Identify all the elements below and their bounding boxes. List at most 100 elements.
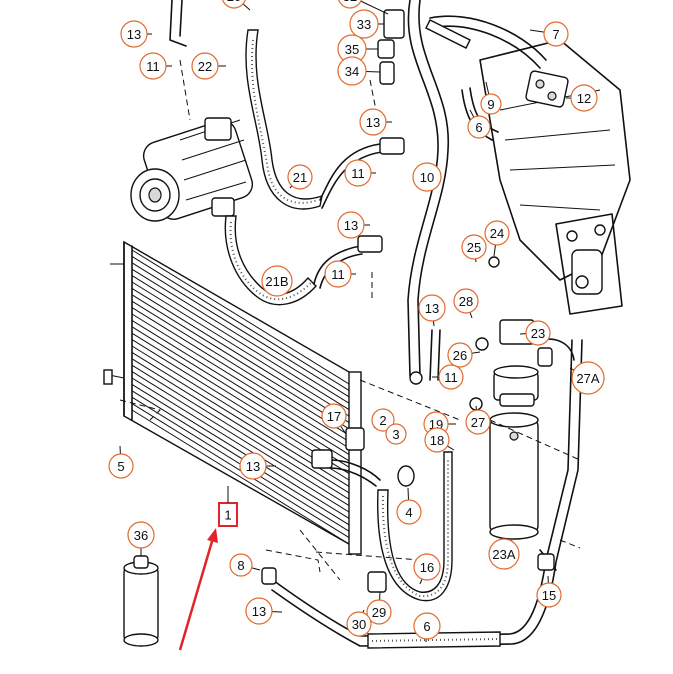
callout-number: 13 bbox=[344, 218, 358, 233]
callout-ring bbox=[191, 52, 219, 80]
callout-c10: 10 bbox=[412, 162, 442, 192]
condenser-fin bbox=[131, 287, 350, 423]
callout-number: 17 bbox=[327, 409, 341, 424]
callout-c6b: 6 bbox=[413, 612, 441, 643]
callout-c2: 2 bbox=[371, 408, 395, 432]
condenser-fin bbox=[131, 275, 350, 411]
callout-number: 13 bbox=[252, 604, 266, 619]
callout-c9: 9 bbox=[480, 81, 502, 115]
callout-ring bbox=[222, 0, 246, 9]
callout-c8: 8 bbox=[229, 553, 261, 577]
condenser-fin bbox=[131, 377, 350, 513]
refrigerant-lines bbox=[169, 0, 583, 649]
callout-ring bbox=[344, 159, 372, 187]
callout-ring bbox=[543, 21, 569, 47]
condenser-fin bbox=[131, 255, 350, 391]
callout-ring bbox=[525, 320, 551, 346]
callout-number: 9 bbox=[487, 97, 494, 112]
condenser-fin bbox=[131, 332, 350, 468]
callout-ring bbox=[488, 538, 520, 570]
condenser-fin bbox=[131, 313, 350, 449]
callout-number: 12 bbox=[577, 91, 591, 106]
callout-number: 20 bbox=[227, 0, 241, 4]
callout-c3: 3 bbox=[385, 423, 407, 445]
callout-c30: 30 bbox=[346, 609, 372, 637]
callout-ring bbox=[127, 521, 155, 549]
callout-ring bbox=[480, 93, 502, 115]
callout-number: 24 bbox=[490, 226, 504, 241]
callout-c11b: 11 bbox=[344, 159, 376, 187]
callout-ring bbox=[337, 211, 365, 239]
callout-number: 28 bbox=[459, 294, 473, 309]
callout-leader-line bbox=[569, 367, 575, 371]
callout-c27: 27 bbox=[465, 405, 491, 435]
callout-c11a: 11 bbox=[139, 52, 172, 80]
callout-number: 6 bbox=[423, 619, 430, 634]
callout-number: 7 bbox=[552, 27, 559, 42]
callout-c16: 16 bbox=[413, 553, 441, 585]
condenser-fin bbox=[131, 268, 350, 404]
callout-leader-line bbox=[447, 445, 455, 451]
callout-c35: 35 bbox=[337, 34, 378, 64]
condenser-fin bbox=[131, 300, 350, 436]
callout-leader-line bbox=[475, 405, 478, 411]
condenser-fin bbox=[131, 358, 350, 494]
callout-number: 30 bbox=[352, 617, 366, 632]
callout-c25: 25 bbox=[461, 234, 487, 263]
small-parts bbox=[261, 9, 569, 593]
callout-number: 23 bbox=[531, 326, 545, 341]
callout-ring bbox=[321, 403, 347, 429]
highlight-label-text: 1 bbox=[224, 508, 231, 523]
callout-c33: 33 bbox=[349, 9, 384, 39]
callout-c20: 20 bbox=[222, 0, 251, 11]
callout-c32: 32 bbox=[338, 0, 389, 15]
callout-number: 18 bbox=[430, 433, 444, 448]
callout-ring bbox=[465, 409, 491, 435]
callout-c13e: 13 bbox=[239, 452, 276, 480]
callout-c21b: 21B bbox=[261, 265, 293, 297]
callout-ring bbox=[108, 453, 134, 479]
callout-ring bbox=[229, 553, 253, 577]
callout-c27a: 27A bbox=[569, 361, 605, 395]
callout-number: 11 bbox=[146, 59, 160, 74]
callout-ring bbox=[461, 234, 487, 260]
callout-c22: 22 bbox=[191, 52, 226, 80]
callout-number: 15 bbox=[542, 588, 556, 603]
callout-leader-line bbox=[493, 244, 496, 257]
callout-leader-line bbox=[242, 3, 251, 11]
condenser-fin bbox=[131, 383, 350, 519]
callout-number: 33 bbox=[357, 17, 371, 32]
callout-ring bbox=[571, 361, 605, 395]
pointer-arrow bbox=[178, 528, 218, 651]
callout-leader-line bbox=[251, 567, 261, 571]
callout-ring bbox=[324, 260, 352, 288]
callout-ring bbox=[346, 611, 372, 637]
callout-ring bbox=[337, 56, 367, 86]
callout-ring bbox=[453, 288, 479, 314]
callout-c28: 28 bbox=[453, 288, 479, 319]
callout-c23: 23 bbox=[519, 320, 551, 346]
callout-ring bbox=[424, 427, 450, 453]
callout-leader-line bbox=[432, 320, 435, 327]
callout-ring bbox=[570, 84, 598, 112]
callout-number: 29 bbox=[372, 605, 386, 620]
callout-number: 27A bbox=[576, 371, 599, 386]
callout-ring bbox=[338, 0, 362, 9]
callout-c26: 26 bbox=[447, 342, 481, 368]
callout-c11d: 11 bbox=[432, 364, 464, 390]
callout-ring bbox=[467, 115, 491, 139]
callout-c13b: 13 bbox=[359, 108, 392, 136]
callout-number: 21B bbox=[265, 274, 288, 289]
callout-number: 13 bbox=[127, 27, 141, 42]
callout-ring bbox=[412, 162, 442, 192]
callout-ring bbox=[239, 452, 267, 480]
callout-c13a: 13 bbox=[120, 20, 152, 48]
callout-c13c: 13 bbox=[337, 211, 370, 239]
condenser-fin bbox=[131, 307, 350, 443]
callout-ring bbox=[245, 597, 273, 625]
callout-c21: 21 bbox=[287, 164, 313, 190]
callout-ring bbox=[413, 612, 441, 640]
callout-number: 16 bbox=[420, 560, 434, 575]
callout-number: 32 bbox=[343, 0, 357, 4]
condenser-fin bbox=[131, 390, 350, 526]
